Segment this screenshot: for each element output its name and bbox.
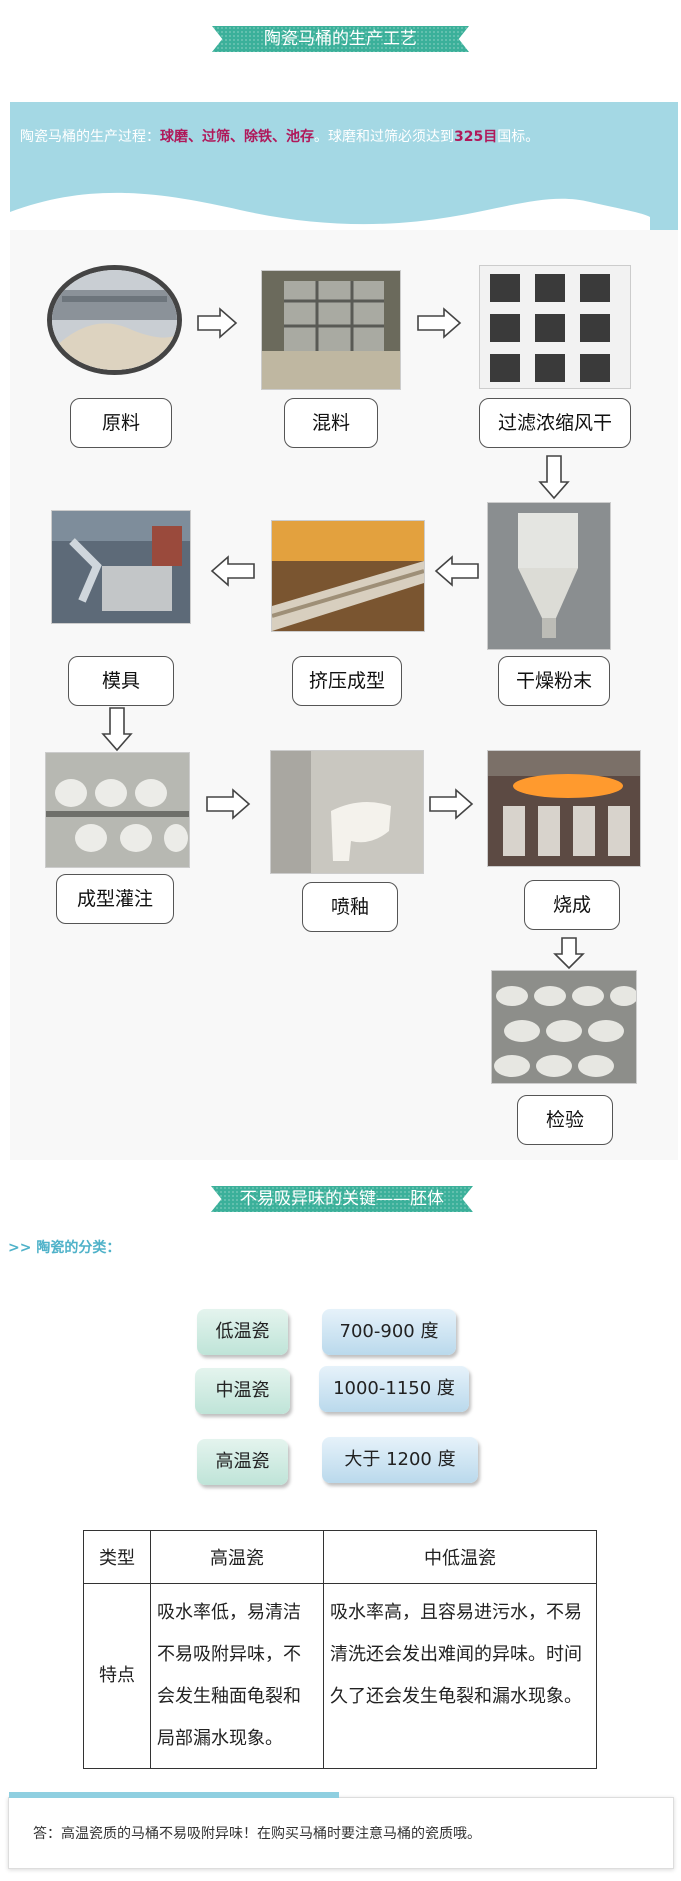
class-name-pill: 高温瓷	[197, 1439, 288, 1485]
intro-suffix: 国标。	[497, 129, 540, 145]
table-row-label: 特点	[83, 1583, 151, 1769]
arrow-left-icon	[434, 555, 479, 587]
table-row: 特点 吸水率低，易清洁不易吸附异味，不会发生釉面龟裂和局部漏水现象。 吸水率高，…	[83, 1583, 597, 1769]
step-label: 检验	[517, 1095, 613, 1145]
arrow-right-icon	[417, 307, 462, 339]
arrow-right-icon	[206, 788, 251, 820]
photo-mold	[51, 510, 191, 624]
photo-firing	[487, 750, 641, 867]
intro-panel: 陶瓷马桶的生产过程：球磨、过筛、除铁、池存。球磨和过筛必须达到325目国标。	[10, 102, 678, 232]
section-banner-production: 陶瓷马桶的生产工艺	[212, 26, 469, 52]
classification-heading: >> 陶瓷的分类：	[8, 1240, 121, 1256]
class-range-pill: 大于 1200 度	[322, 1437, 478, 1483]
photo-extrusion	[271, 520, 425, 632]
table-cell-high: 吸水率低，易清洁不易吸附异味，不会发生釉面龟裂和局部漏水现象。	[150, 1583, 324, 1769]
banner-title: 不易吸异味的关键——胚体	[240, 1189, 444, 1209]
arrow-left-icon	[210, 555, 255, 587]
intro-steps: 球磨、过筛、除铁、池存	[160, 129, 314, 145]
photo-filter-dry	[479, 265, 631, 389]
tip-text: 答：高温瓷质的马桶不易吸附异味！在购买马桶时要注意马桶的瓷质哦。	[33, 1826, 481, 1842]
table-header-row: 类型 高温瓷 中低温瓷	[83, 1530, 597, 1584]
arrow-right-icon	[197, 307, 238, 339]
tip-accent-bar	[9, 1792, 339, 1798]
photo-glazing	[270, 750, 424, 874]
step-label: 过滤浓缩风干	[479, 398, 631, 448]
table-header-cell: 中低温瓷	[323, 1530, 597, 1584]
photo-casting	[45, 752, 190, 868]
arrow-down-icon	[101, 707, 133, 752]
class-name-pill: 低温瓷	[197, 1309, 288, 1355]
step-label: 混料	[284, 398, 378, 448]
photo-raw-material	[47, 265, 182, 375]
photo-mixing	[261, 270, 401, 390]
table-cell-midlow: 吸水率高，且容易进污水，不易清洗还会发出难闻的异味。时间久了还会发生龟裂和漏水现…	[323, 1583, 597, 1769]
class-name-pill: 中温瓷	[195, 1368, 290, 1414]
tip-box: 答：高温瓷质的马桶不易吸附异味！在购买马桶时要注意马桶的瓷质哦。	[8, 1792, 674, 1869]
step-label: 模具	[68, 656, 174, 706]
banner-title: 陶瓷马桶的生产工艺	[264, 29, 417, 49]
class-range-pill: 1000-1150 度	[319, 1366, 469, 1412]
intro-middle: 。球磨和过筛必须达到	[314, 129, 454, 145]
table-header-cell: 类型	[83, 1530, 151, 1584]
arrow-right-icon	[429, 788, 474, 820]
step-label: 干燥粉末	[498, 656, 610, 706]
wave-decoration	[10, 192, 650, 232]
class-range-pill: 700-900 度	[322, 1309, 456, 1355]
comparison-table: 类型 高温瓷 中低温瓷 特点 吸水率低，易清洁不易吸附异味，不会发生釉面龟裂和局…	[83, 1530, 597, 1769]
step-label: 挤压成型	[292, 656, 402, 706]
arrow-down-icon	[553, 937, 585, 970]
step-label: 烧成	[524, 880, 620, 930]
step-label: 成型灌注	[56, 874, 174, 924]
photo-dry-powder	[487, 502, 611, 650]
intro-standard: 325目	[454, 129, 498, 145]
section-banner-body: 不易吸异味的关键——胚体	[211, 1186, 473, 1212]
step-label: 原料	[70, 398, 172, 448]
step-label: 喷釉	[302, 882, 398, 932]
arrow-down-icon	[538, 455, 570, 500]
table-header-cell: 高温瓷	[150, 1530, 324, 1584]
intro-prefix: 陶瓷马桶的生产过程：	[20, 129, 160, 145]
photo-inspection	[491, 970, 637, 1084]
intro-text: 陶瓷马桶的生产过程：球磨、过筛、除铁、池存。球磨和过筛必须达到325目国标。	[20, 126, 539, 146]
